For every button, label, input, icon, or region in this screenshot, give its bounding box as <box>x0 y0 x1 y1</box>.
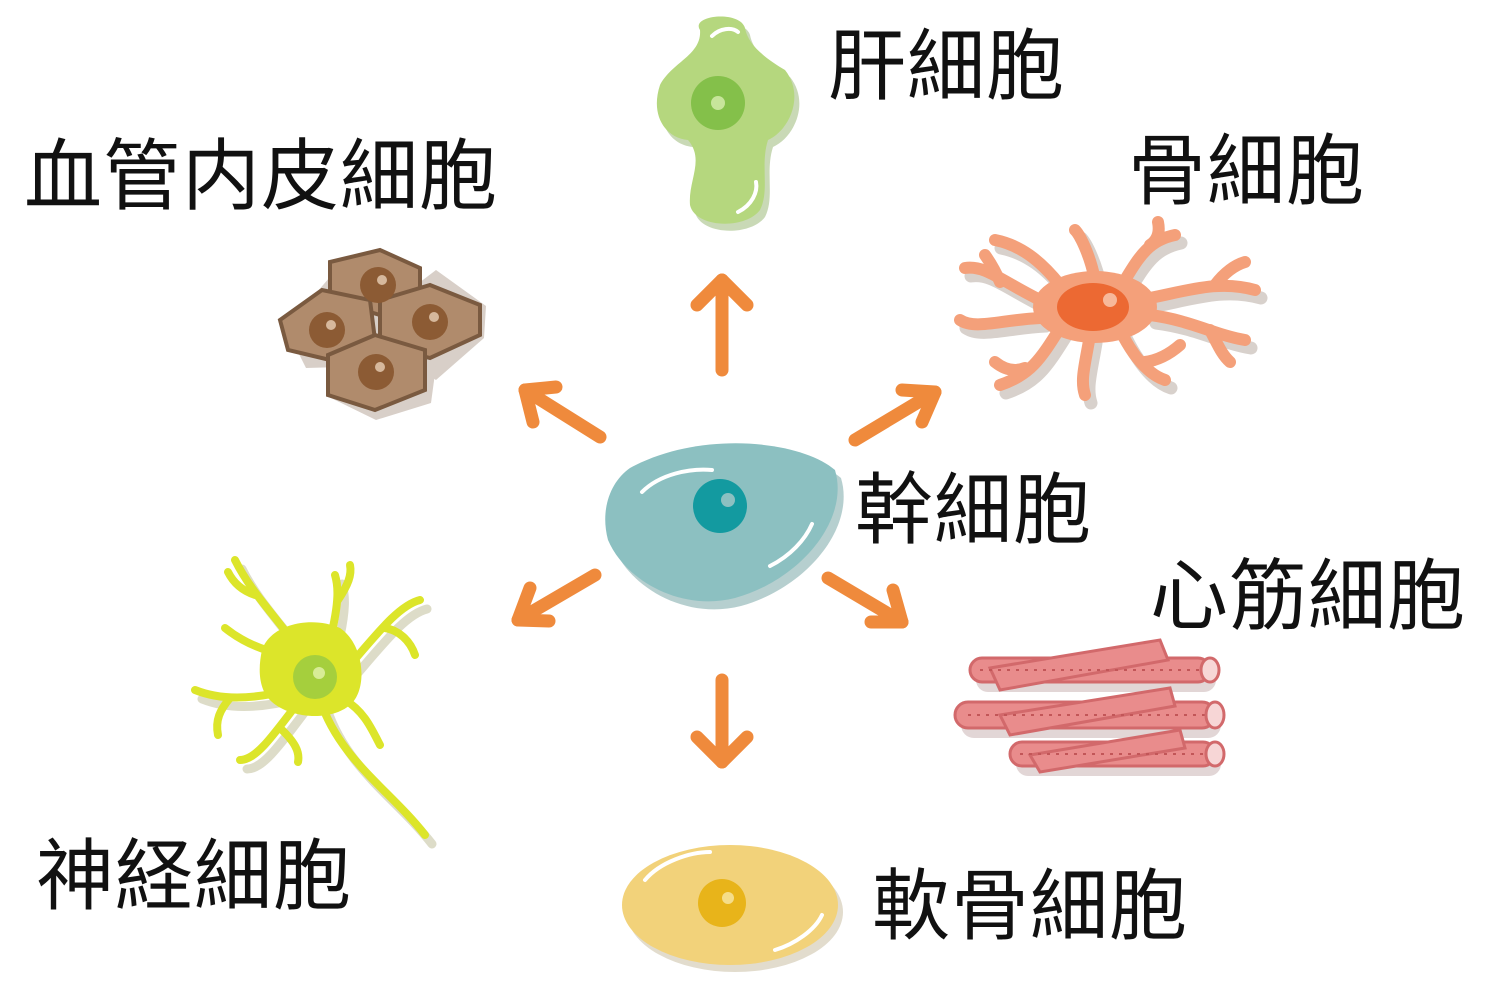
cardiac-muscle <box>953 638 1226 776</box>
cartilage-cell <box>622 845 843 972</box>
arrow-to-endothelial <box>518 380 607 444</box>
label-nerve-cell: 神経細胞 <box>36 832 353 922</box>
label-endothelial-cell: 血管内皮細胞 <box>24 132 499 222</box>
arrow-to-cardiac <box>821 571 909 629</box>
arrow-to-cartilage <box>690 673 754 769</box>
liver-cell <box>656 16 800 231</box>
stem-nucleus <box>693 479 747 533</box>
label-cardiac-cell: 心筋細胞 <box>1150 552 1467 642</box>
arrow-to-liver <box>690 273 754 377</box>
stem-cell <box>605 443 844 610</box>
label-cartilage-cell: 軟骨細胞 <box>872 862 1189 952</box>
endothelial-cells <box>277 247 486 420</box>
arrow-to-bone <box>848 383 942 447</box>
arrows <box>511 273 942 769</box>
arrow-to-nerve <box>511 568 602 628</box>
label-bone-cell: 骨細胞 <box>1128 127 1366 217</box>
label-liver-cell: 肝細胞 <box>828 22 1066 112</box>
label-stem-cell: 幹細胞 <box>855 466 1093 556</box>
bone-cell <box>954 216 1268 410</box>
nerve-cell <box>191 556 437 849</box>
bone-nucleus <box>1057 283 1129 331</box>
cartilage-nucleus <box>698 879 746 927</box>
